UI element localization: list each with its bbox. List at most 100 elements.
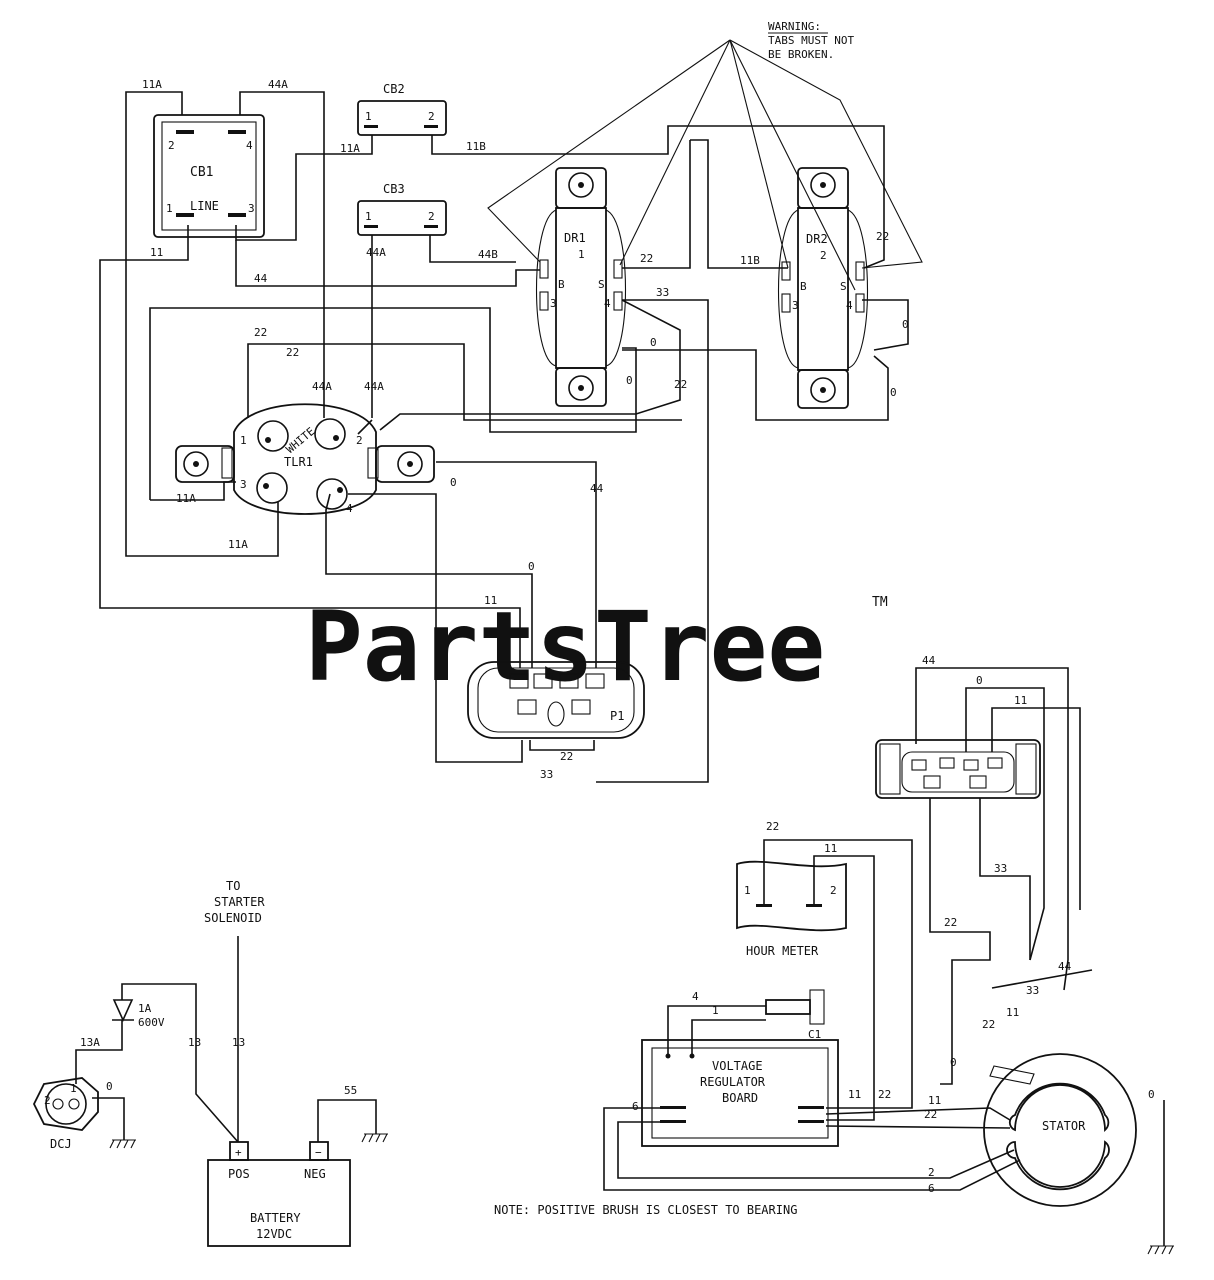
dcj-pin-2: 2 [44,1094,51,1107]
label-0-dcj: 0 [106,1080,113,1093]
tlr1-terminal-4: 4 [346,502,353,515]
label-33-p1: 33 [540,768,553,781]
label-44-rc-b: 44 [1058,960,1072,973]
dr1-terminal-4: 4 [604,297,611,310]
vreg-terminal-6: 6 [632,1100,639,1113]
label-11-rc-b: 11 [1006,1006,1019,1019]
battery-plus: + [235,1146,242,1159]
label-33-rc-b: 33 [1026,984,1039,997]
label-11-p1: 11 [484,594,497,607]
wire-labels: 11A 44A 11A 11B 11 44 44A 44B 22 33 0 0 … [80,78,1155,1195]
label-22-rc: 22 [944,916,957,929]
label-22-vr: 22 [878,1088,891,1101]
vreg-line2: REGULATOR [700,1075,766,1089]
label-33-dr1: 33 [656,286,669,299]
label-11-left: 11 [150,246,163,259]
label-22-p1: 22 [560,750,573,763]
hour-meter-terminal-2: 2 [830,884,837,897]
battery-line2: 12VDC [256,1227,292,1241]
cb1-line-label: LINE [190,199,219,213]
dr1-number: 1 [578,248,585,261]
dcj-body [45,1083,87,1125]
vreg-tag: C1 [808,1028,821,1041]
cb2-name: CB2 [383,82,405,96]
label-11a-top: 11A [142,78,162,91]
stator-label: STATOR [1042,1119,1086,1133]
label-0-rc-b: 0 [950,1056,957,1069]
cb2-terminal-2: 2 [428,110,435,123]
hour-meter-terminal-1: 1 [744,884,751,897]
label-22-dr2: 22 [876,230,889,243]
twist-lock-receptacle-tlr1: WHITE TLR1 1 2 3 4 [175,403,435,515]
label-44-p1: 44 [590,482,604,495]
tlr1-pin-3 [256,472,288,504]
label-13-solenoid: 13 [232,1036,245,1049]
voltage-regulator-board: VOLTAGE REGULATOR BOARD C1 6 [632,989,839,1147]
dr2-terminal-b: B [800,280,807,293]
battery-minus: − [315,1146,322,1159]
cb1-terminal-3: 3 [248,202,255,215]
starter-solenoid-label: TO STARTER SOLENOID [204,879,265,925]
vreg-line1: VOLTAGE [712,1059,763,1073]
label-44a-top: 44A [268,78,288,91]
vreg-line3: BOARD [722,1091,758,1105]
circuit-breaker-cb1: CB1 LINE 2 4 1 3 [153,114,265,238]
stator-connector [875,739,1041,799]
label-44b: 44B [478,248,498,261]
warning-line1: WARNING: [768,20,821,33]
tlr1-pin-4 [316,478,348,510]
label-0-st: 0 [1148,1088,1155,1101]
dr2-terminal-s: S [840,280,847,293]
label-22-st: 22 [924,1108,937,1121]
label-0-dr2a: 0 [902,318,909,331]
tlr1-terminal-1: 1 [240,434,247,447]
hour-meter: 1 2 HOUR METER [736,860,847,958]
label-4-vr: 4 [692,990,699,1003]
tlr1-name: TLR1 [284,455,313,469]
label-11a-bottom: 11A [228,538,248,551]
label-44-rc: 44 [922,654,936,667]
cb1-name: CB1 [190,165,213,180]
p1-center-knob [547,701,565,727]
dr1-name: DR1 [564,231,586,245]
watermark-brand: PartsTree [305,591,825,703]
label-22-hm: 22 [766,820,779,833]
p1-name: P1 [610,709,624,723]
label-11-hm: 11 [824,842,837,855]
battery-neg: NEG [304,1167,326,1181]
dr2-name: DR2 [806,232,828,246]
label-11a-tlr: 11A [176,492,196,505]
label-11a-cb2: 11A [340,142,360,155]
label-22-dr1b: 22 [674,378,687,391]
label-0-dr1: 0 [650,336,657,349]
panel-p1: P1 [467,661,645,739]
label-44a-cb3: 44A [366,246,386,259]
battery-line1: BATTERY [250,1211,301,1225]
label-2-st: 2 [928,1166,935,1179]
tlr1-pin-1 [257,420,289,452]
dcj-pin-1: 1 [70,1082,77,1095]
vreg-plug [765,999,811,1015]
label-6-st: 6 [928,1182,935,1195]
tlr1-terminal-2: 2 [356,434,363,447]
diode-amps: 1A [138,1002,152,1015]
tlr1-white-label: WHITE [284,425,318,456]
dc-jack: 2 1 DCJ [32,1077,99,1151]
warning-line2: TABS MUST NOT [768,34,854,47]
dcj-label: DCJ [50,1137,72,1151]
label-0-dr2b: 0 [890,386,897,399]
warning-line3: BE BROKEN. [768,48,834,61]
cb2-terminal-1: 1 [365,110,372,123]
diode: 1A 600V [112,999,165,1029]
label-0-rc: 0 [976,674,983,687]
circuit-breaker-cb3: CB3 1 2 [357,182,447,236]
tlr1-pin-2 [314,418,346,450]
dr2-terminal-3: 3 [792,299,799,312]
wires [75,91,1165,1246]
label-44a-tlr-b: 44A [364,380,384,393]
starter-line2: STARTER [214,895,265,909]
battery: + − POS NEG BATTERY 12VDC [207,1141,351,1247]
cb3-terminal-1: 1 [365,210,372,223]
stator: STATOR [983,1053,1137,1207]
